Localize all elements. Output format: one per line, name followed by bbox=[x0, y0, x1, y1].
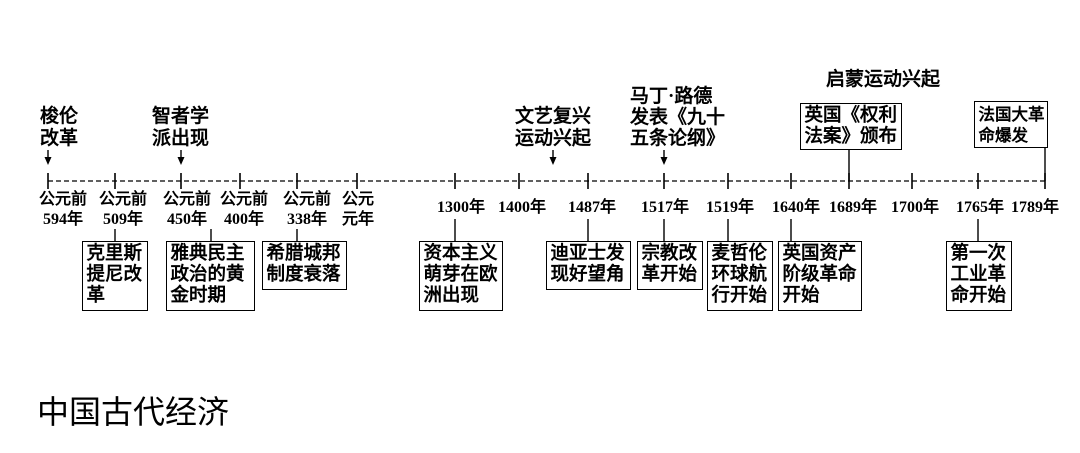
event-label-solon-reform: 梭伦 改革 bbox=[40, 106, 79, 149]
down-arrow-icon bbox=[44, 150, 52, 165]
event-label-renaissance: 文艺复兴 运动兴起 bbox=[515, 106, 592, 149]
down-arrow-icon bbox=[177, 150, 185, 165]
arrow-head bbox=[660, 157, 668, 165]
arrow-head bbox=[549, 157, 557, 165]
event-box-magellan-voyage: 麦哲伦 环球航 行开始 bbox=[707, 241, 773, 311]
tick-label-1300: 1300年 bbox=[436, 199, 486, 216]
tick-label-1789: 1789年 bbox=[1010, 199, 1060, 216]
tick-label-1487: 1487年 bbox=[567, 199, 617, 216]
tick-label-1765: 1765年 bbox=[955, 199, 1005, 216]
event-box-industrial-revolution: 第一次 工业革 命开始 bbox=[946, 241, 1012, 311]
event-box-bill-of-rights: 英国《权利 法案》颁布 bbox=[800, 103, 902, 150]
event-box-reformation: 宗教改 革开始 bbox=[637, 241, 703, 290]
event-box-polis-decline: 希腊城邦 制度衰落 bbox=[262, 241, 347, 290]
section-heading: 中国古代经济 bbox=[37, 394, 230, 430]
event-box-athenian-golden-age: 雅典民主 政治的黄 金时期 bbox=[166, 241, 255, 311]
arrow-head bbox=[44, 157, 52, 165]
event-label-sophists: 智者学 派出现 bbox=[152, 106, 210, 149]
tick-label-450bc: 公元前 450年 bbox=[162, 191, 212, 228]
tick-label-1400: 1400年 bbox=[497, 199, 547, 216]
event-label-luther-95-theses: 马丁·路德 发表《九十 五条论纲》 bbox=[630, 86, 726, 149]
tick-label-338bc: 公元前 338年 bbox=[282, 191, 332, 228]
event-arrows bbox=[44, 150, 668, 165]
down-arrow-icon bbox=[660, 150, 668, 165]
down-arrow-icon bbox=[549, 150, 557, 165]
tick-label-1519: 1519年 bbox=[705, 199, 755, 216]
tick-label-1640: 1640年 bbox=[771, 199, 821, 216]
tick-label-400bc: 公元前 400年 bbox=[219, 191, 269, 228]
tick-label-year-1: 公元 元年 bbox=[341, 191, 375, 228]
event-box-dias-cape: 迪亚士发 现好望角 bbox=[546, 241, 631, 290]
tick-label-1689: 1689年 bbox=[828, 199, 878, 216]
tick-label-594bc: 公元前 594年 bbox=[38, 191, 88, 228]
tick-label-509bc: 公元前 509年 bbox=[98, 191, 148, 228]
event-connectors bbox=[114, 148, 1046, 241]
event-box-cleisthenes-reform: 克里斯 提尼改 革 bbox=[82, 241, 148, 311]
tick-label-1700: 1700年 bbox=[890, 199, 940, 216]
event-box-english-revolution: 英国资产 阶级革命 开始 bbox=[778, 241, 862, 311]
arrow-head bbox=[177, 157, 185, 165]
event-label-enlightenment: 启蒙运动兴起 bbox=[826, 69, 941, 90]
event-box-capitalism-sprouts: 资本主义 萌芽在欧 洲出现 bbox=[419, 241, 503, 311]
tick-label-1517: 1517年 bbox=[640, 199, 690, 216]
event-box-french-revolution: 法国大革 命爆发 bbox=[974, 101, 1048, 148]
